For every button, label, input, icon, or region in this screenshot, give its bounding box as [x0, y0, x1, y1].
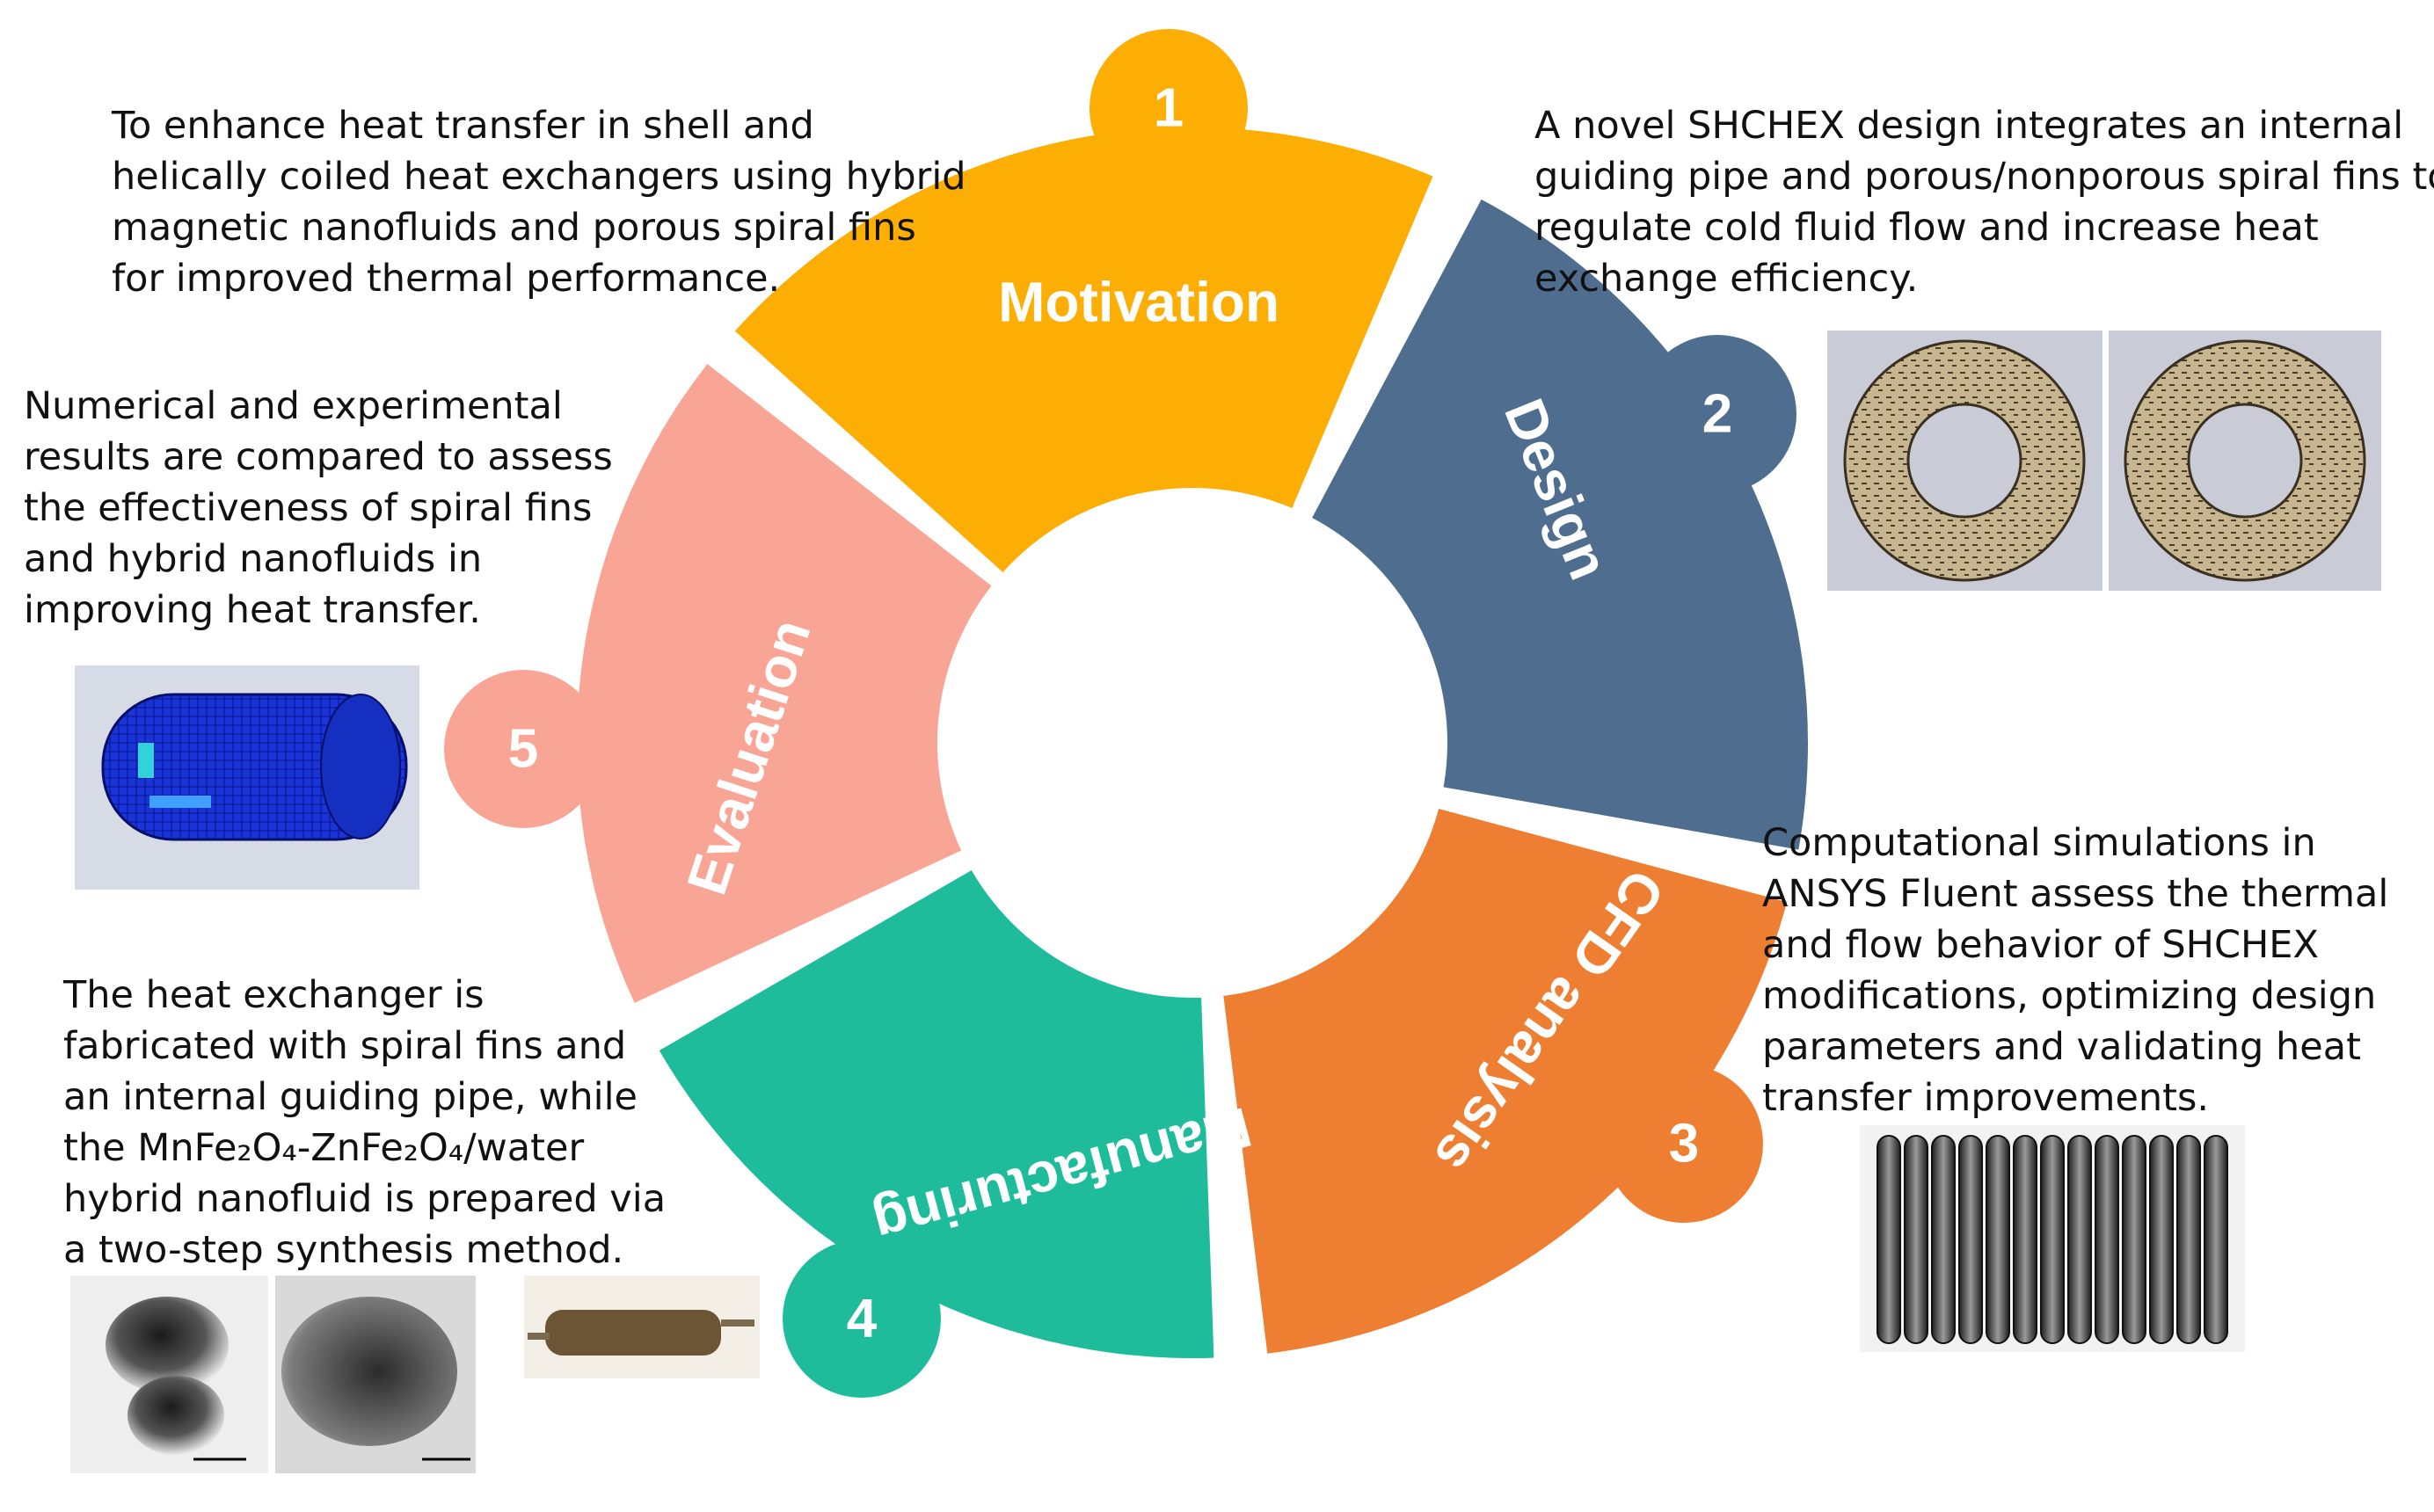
design-fin-cross-section-image-left	[1827, 331, 2102, 591]
coil-loop	[2013, 1135, 2037, 1344]
design-description-line: A novel SHCHEX design integrates an inte…	[1534, 104, 2403, 148]
evaluation-description-line: improving heat transfer.	[24, 588, 481, 632]
step-number-circle-2	[1638, 335, 1796, 493]
coil-loop	[1958, 1135, 1983, 1344]
coil-loop	[2204, 1135, 2228, 1344]
cfd-description-line: transfer improvements.	[1762, 1076, 2209, 1120]
motivation-description-line: helically coiled heat exchangers using h…	[112, 155, 966, 199]
manufacturing-description-line: an internal guiding pipe, while	[63, 1075, 638, 1119]
evaluation-description-line: Numerical and experimental	[24, 384, 563, 428]
tem-image-left	[70, 1276, 268, 1473]
segment-manufacturing	[659, 870, 1214, 1358]
evaluation-description-line: the effectiveness of spiral fins	[24, 486, 592, 530]
coil-loop	[1986, 1135, 2010, 1344]
step-number-circle-5	[444, 670, 602, 828]
manufacturing-description: The heat exchanger is fabricated with sp…	[62, 973, 678, 1272]
manufacturing-description-line: The heat exchanger is	[62, 973, 485, 1017]
segment-cfd-analysis	[1223, 809, 1788, 1354]
cfd-helical-coil-image	[1860, 1125, 2245, 1352]
coil-loop	[2095, 1135, 2119, 1344]
step-number-5: 5	[508, 719, 538, 780]
step-number-4: 4	[847, 1289, 878, 1349]
step-number-3: 3	[1669, 1114, 1699, 1174]
motivation-description-line: magnetic nanofluids and porous spiral fi…	[112, 206, 916, 250]
step-number-2: 2	[1702, 384, 1732, 445]
design-description: A novel SHCHEX design integrates an inte…	[1534, 104, 2434, 301]
manufacturing-description-line: the MnFe₂O₄-ZnFe₂O₄/water	[63, 1126, 584, 1170]
coil-loop	[2040, 1135, 2065, 1344]
step-number-circle-1	[1089, 29, 1248, 187]
segment-motivation	[734, 127, 1433, 572]
step-number-circle-3	[1605, 1065, 1763, 1223]
design-description-line: guiding pipe and porous/nonporous spiral…	[1534, 155, 2434, 199]
cfd-description-line: modifications, optimizing design	[1762, 974, 2376, 1018]
cfd-description-line: and flow behavior of SHCHEX	[1762, 923, 2319, 967]
step-number-circle-4	[783, 1239, 941, 1398]
coil-loop	[2149, 1135, 2174, 1344]
motivation-description: To enhance heat transfer in shell and he…	[111, 104, 978, 301]
manufacturing-description-line: hybrid nanofluid is prepared via	[63, 1177, 666, 1221]
cfd-description-line: parameters and validating heat	[1762, 1025, 2361, 1069]
motivation-description-line: To enhance heat transfer in shell and	[111, 104, 814, 148]
segment-evaluation	[576, 364, 992, 1003]
coil-loop	[1877, 1135, 1901, 1344]
evaluation-description-line: and hybrid nanofluids in	[24, 537, 482, 581]
cfd-description-line: Computational simulations in	[1762, 821, 2316, 865]
evaluation-mesh-image	[75, 665, 419, 890]
manufacturing-description-line: fabricated with spiral fins and	[63, 1024, 626, 1068]
step-number-1: 1	[1154, 78, 1184, 139]
cfd-description-line: ANSYS Fluent assess the thermal	[1762, 872, 2388, 916]
coil-loop	[1931, 1135, 1956, 1344]
fabricated-heat-exchanger-photo	[524, 1276, 760, 1378]
coil-loop	[2067, 1135, 2092, 1344]
evaluation-description: Numerical and experimental results are c…	[24, 384, 625, 632]
coil-loop	[1904, 1135, 1928, 1344]
tem-image-right	[275, 1276, 476, 1473]
design-description-line: regulate cold fluid flow and increase he…	[1534, 206, 2319, 250]
segment-design	[1312, 199, 1808, 850]
coil-loop	[2122, 1135, 2146, 1344]
evaluation-description-line: results are compared to assess	[24, 435, 613, 479]
cfd-analysis-description: Computational simulations in ANSYS Fluen…	[1762, 821, 2401, 1120]
coil-loop	[2176, 1135, 2201, 1344]
design-description-line: exchange efficiency.	[1534, 257, 1918, 301]
manufacturing-description-line: a two-step synthesis method.	[63, 1228, 623, 1272]
motivation-description-line: for improved thermal performance.	[112, 257, 780, 301]
stage-label-motivation: Motivation	[998, 271, 1279, 334]
design-fin-cross-section-image-right	[2109, 331, 2381, 591]
